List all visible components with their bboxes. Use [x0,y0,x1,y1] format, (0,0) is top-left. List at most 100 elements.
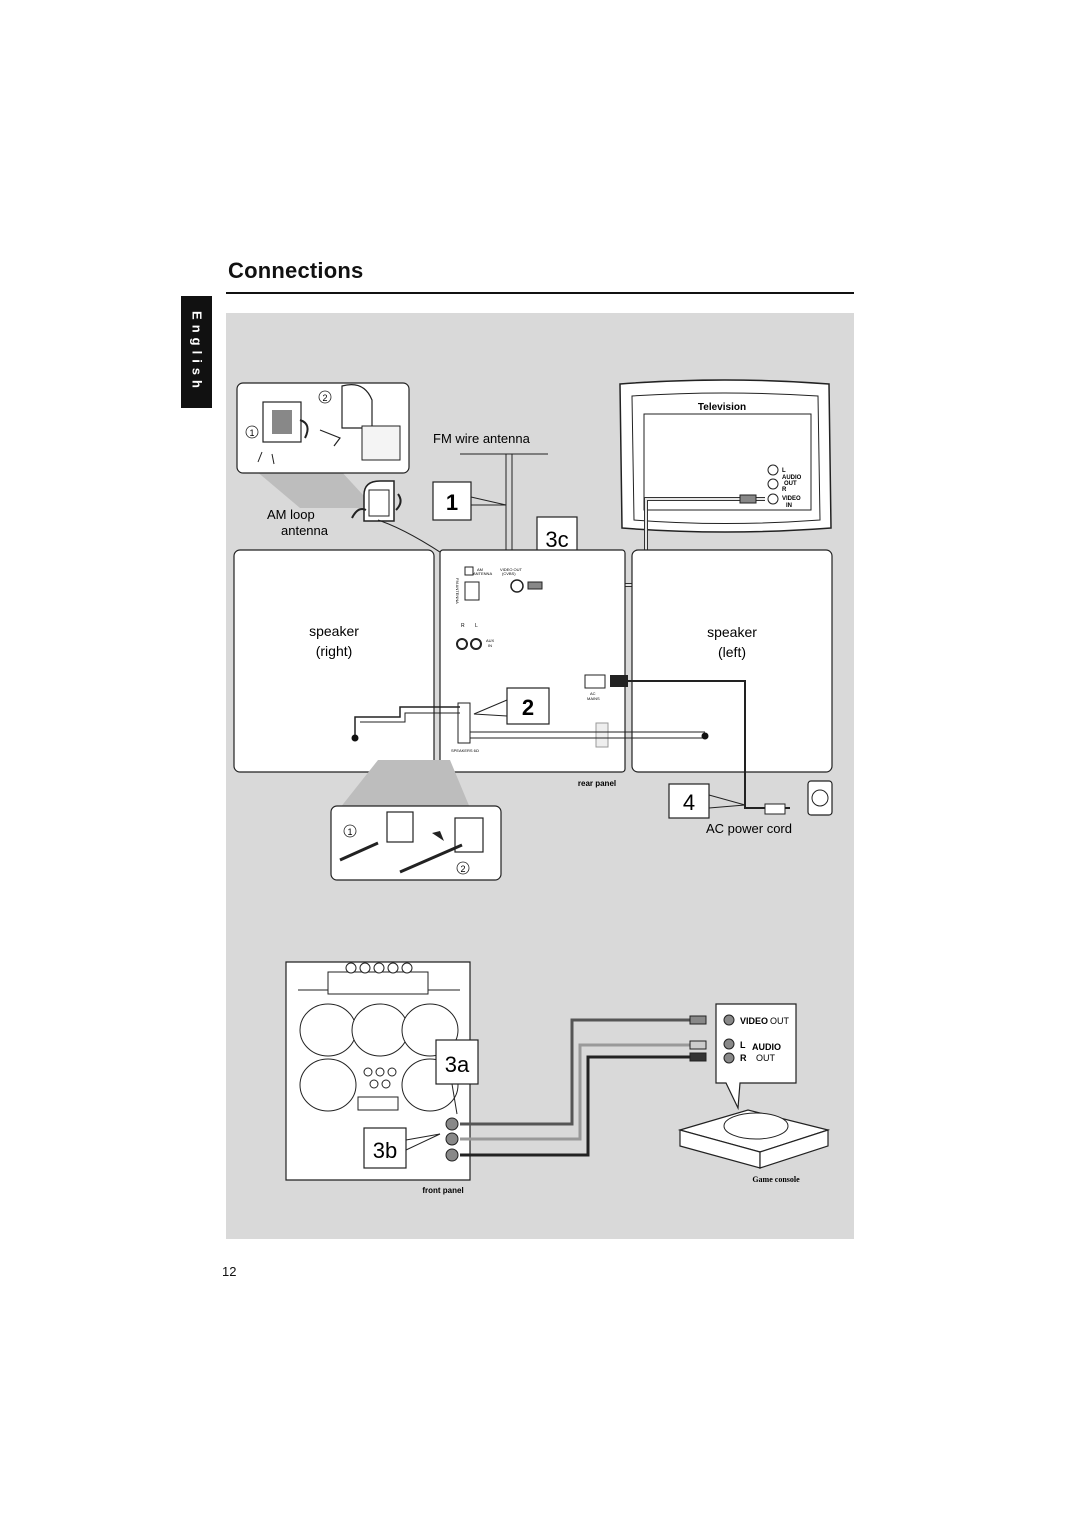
unit-button-4 [387,962,399,974]
am-loop-label-1: AM loop [267,507,315,522]
tv-jack-in: IN [786,503,792,509]
ac-plug-rear [610,675,628,687]
language-tab: English [181,296,212,408]
console-disc-lid [723,1112,789,1140]
av-cable-audio-l [460,1043,700,1141]
rear-video-2: (CVBS) [502,571,516,576]
speaker-left [631,549,833,773]
step-marker-1-text: 1 [249,428,254,438]
rear-am-2: ANTENNA [473,571,492,576]
av-plug-video [689,1015,707,1025]
step-1-label: 1 [446,490,458,515]
unit-button-2 [359,962,371,974]
tv-jack-audio: AUDIO [782,475,802,481]
speaker-wire-left-end [701,732,709,740]
unit-speaker-1 [299,1003,357,1057]
page-number: 12 [222,1264,237,1279]
video-plug-rear [527,581,543,590]
game-console-label: Game console [752,1175,800,1184]
speaker-wire-right-a [354,706,460,737]
aux-in-r-jack [456,638,468,650]
tv-jack-l: L [782,468,786,474]
speaker-terminals-left [595,722,609,748]
wire-ends [257,451,275,465]
am-antenna-socket [464,566,474,576]
front-video-jack [445,1117,459,1131]
unit-knob-2 [375,1067,385,1077]
terminal-wires [339,841,463,874]
unit-knob-5 [381,1079,391,1089]
step-3a-label: 3a [445,1052,470,1077]
step-3a-pointer [451,1083,458,1115]
aux-in-l-jack [470,638,482,650]
speaker-wire-right-b [360,712,460,723]
am-loop-inset: 1 2 [236,382,410,508]
front-audio-l-jack [445,1132,459,1146]
front-audio-r-jack [445,1148,459,1162]
tv-audio-l-jack [767,464,779,476]
loop-frame-icon [341,384,373,429]
av-cable-video [460,1018,700,1126]
am-loop-inner [368,489,390,517]
fm-antenna-label: FM wire antenna [433,431,531,446]
step-1-box [432,481,472,521]
step-marker-2 [318,390,332,404]
outlet-face [811,789,829,807]
console-audio-r-jack [723,1052,735,1064]
console-side [759,1129,829,1169]
unit-button-5 [401,962,413,974]
step-2-box [506,687,550,725]
tv-jack-out: OUT [784,481,797,487]
console-jack-callout [715,1003,797,1111]
speaker-right [233,549,435,773]
game-console: Game console [677,1109,831,1184]
rear-aux-2: IN [488,643,492,648]
step-4-pointer [708,794,746,809]
title-rule [226,292,854,294]
step-4-box [668,783,710,819]
unit-speaker-4 [299,1058,357,1112]
unit-button-3 [373,962,385,974]
speaker-left-label-1: speaker [707,624,757,640]
video-out-jack [510,579,524,593]
terminal-inset-pointer [340,760,470,808]
speaker-wire-left [470,731,705,739]
console-video-out: OUT [770,1016,790,1026]
ac-plug [764,803,786,815]
am-rotate-arrow-right [395,493,402,511]
ac-mains-socket [584,674,606,689]
tv-audio-r-jack [767,478,779,490]
video-plug-tv [739,494,757,504]
television: Television L AUDIO OUT R VIDEO IN [619,379,832,533]
am-loop-antenna [351,480,453,561]
ac-cord-label: AC power cord [706,821,792,836]
rear-l: L [475,623,478,629]
speaker-left-label-2: (left) [718,644,746,660]
step-marker-1 [245,425,259,439]
step-marker-2-text: 2 [322,393,327,403]
page-title: Connections [228,258,364,283]
step-3c-label: 3c [545,527,568,552]
wall-outlet [807,780,833,816]
rear-ac-1: AC [590,691,596,696]
unit-button-1 [345,962,357,974]
console-r-label: R [740,1053,747,1063]
terminal-clip-open [386,811,414,843]
tv-video-in-jack [767,493,779,505]
av-plug-l [689,1040,707,1050]
rotate-arrow [299,419,309,439]
console-audio-out: OUT [756,1053,776,1063]
front-panel-label: front panel [422,1186,463,1195]
terminal-marker-1-text: 1 [347,827,352,837]
fm-antenna-socket [464,581,480,601]
tv-jack-video: VIDEO [782,496,801,502]
unit-knob-3 [387,1067,397,1077]
console-l-label: L [740,1040,746,1050]
tv-back-panel [643,413,812,511]
loop-stand-inner [272,410,292,434]
terminal-marker-1 [343,824,357,838]
clip-detail [361,425,401,461]
av-cable-audio-r [460,1055,700,1157]
am-rotate-arrow-left [351,508,367,519]
